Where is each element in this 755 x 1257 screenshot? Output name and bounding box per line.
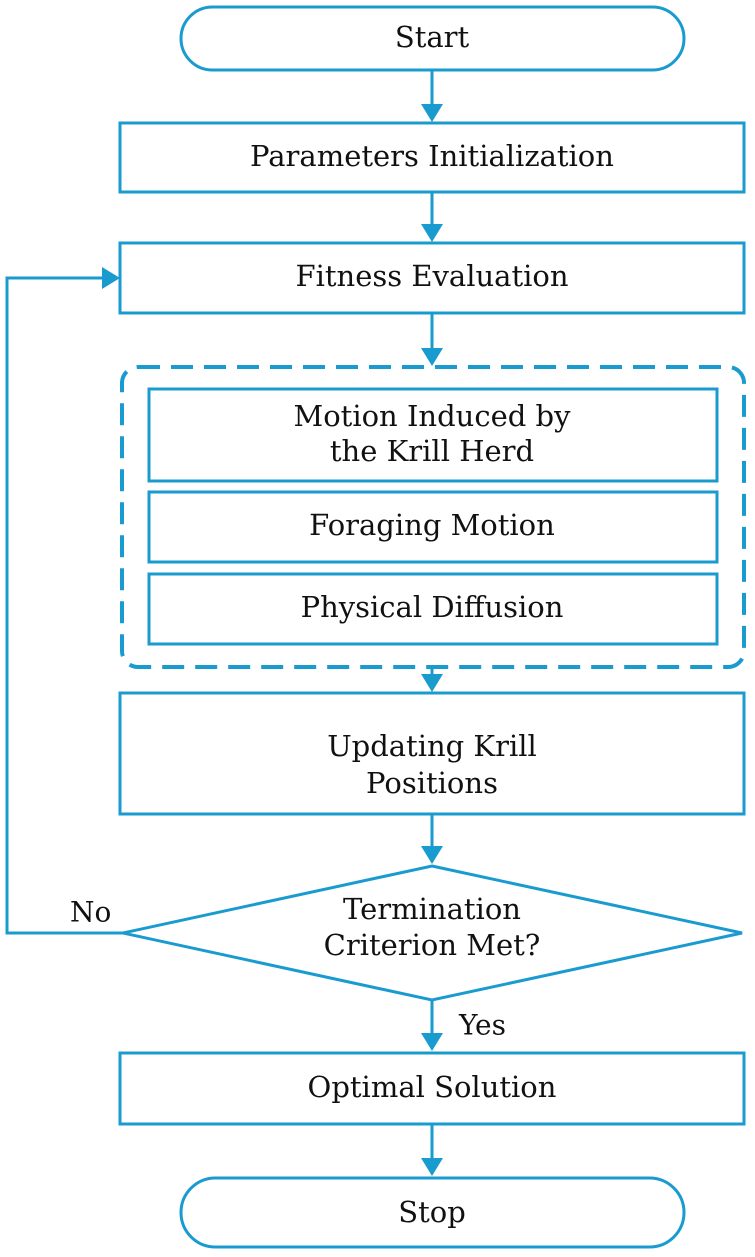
physical-diffusion-box: Physical Diffusion: [147, 572, 719, 646]
no-branch-label: No: [70, 896, 111, 929]
updating-positions-box: Updating Krill Positions: [118, 691, 746, 816]
motion-induced-box: Motion Induced by the Krill Herd: [147, 387, 719, 483]
arrowhead-icon: [421, 348, 443, 366]
arrowhead-icon: [421, 104, 443, 122]
stop-label: Stop: [398, 1195, 466, 1229]
physical-diffusion-label: Physical Diffusion: [301, 590, 564, 624]
arrowhead-icon: [421, 224, 443, 242]
foraging-motion-label: Foraging Motion: [309, 508, 555, 542]
optimal-solution-box: Optimal Solution: [118, 1051, 746, 1126]
fitness-eval-label: Fitness Evaluation: [295, 259, 568, 293]
arrowhead-icon: [421, 1158, 443, 1176]
motion-induced-label-line1: Motion Induced by: [294, 399, 572, 433]
yes-branch-label: Yes: [458, 1009, 506, 1042]
arrowhead-icon: [102, 267, 120, 289]
motion-induced-label-line2: the Krill Herd: [330, 434, 534, 468]
foraging-motion-box: Foraging Motion: [147, 490, 719, 564]
optimal-solution-label: Optimal Solution: [308, 1070, 557, 1104]
termination-label-line2: Criterion Met?: [324, 928, 541, 962]
fitness-eval-box: Fitness Evaluation: [118, 241, 746, 315]
arrow-no-loop-to-fitness: [5, 276, 123, 935]
termination-label-line1: Termination: [343, 892, 521, 926]
connectors: [5, 70, 443, 1176]
motion-components-group: Motion Induced by the Krill Herd Foragin…: [120, 365, 746, 669]
arrowhead-icon: [421, 846, 443, 864]
updating-positions-label-line2: Positions: [366, 766, 498, 800]
start-terminal: Start: [179, 5, 686, 72]
termination-decision: Termination Criterion Met?: [122, 864, 743, 1002]
params-init-label: Parameters Initialization: [250, 139, 614, 173]
arrowhead-icon: [421, 1033, 443, 1051]
dashed-group-frame: [120, 365, 746, 669]
arrowhead-icon: [421, 674, 443, 692]
stop-terminal: Stop: [179, 1176, 686, 1249]
params-init-box: Parameters Initialization: [118, 121, 746, 194]
start-label: Start: [395, 20, 470, 54]
updating-positions-label-line1: Updating Krill: [327, 729, 537, 763]
